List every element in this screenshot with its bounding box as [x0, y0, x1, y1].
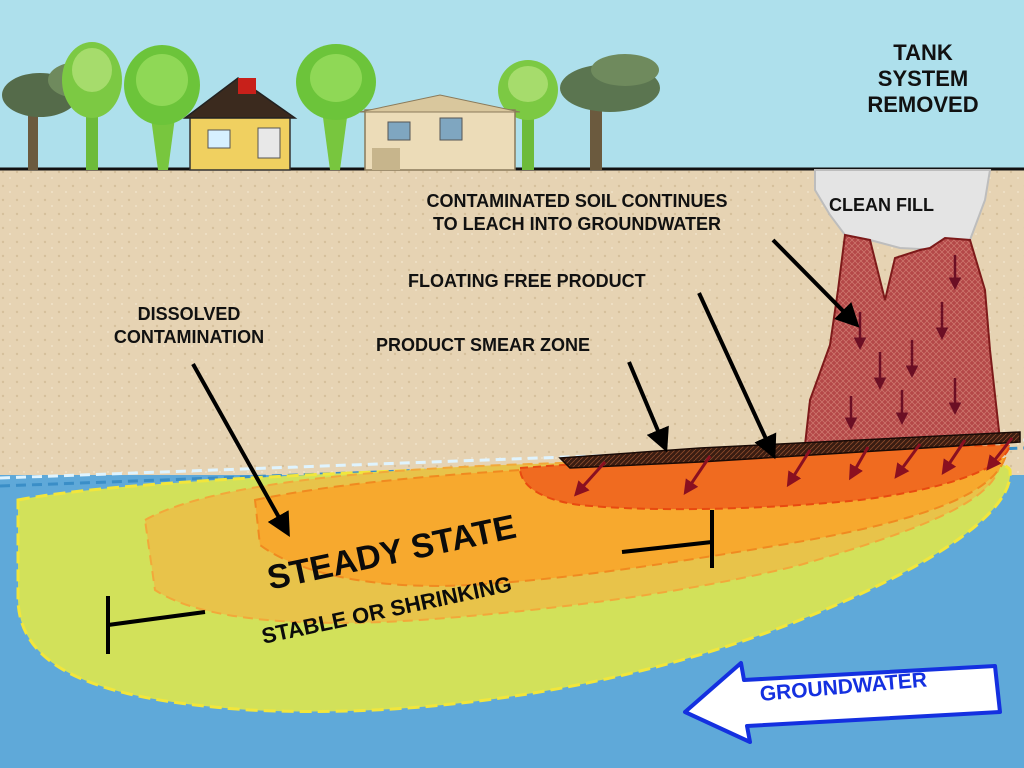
tree-icon	[498, 60, 558, 170]
plume-extent-marker-right	[621, 510, 714, 568]
leaching-arrows	[844, 255, 962, 430]
contaminated-soil-leader-arrow	[771, 238, 860, 328]
tank-label-line-3: REMOVED	[867, 91, 979, 117]
contaminated-soil-label: CONTAMINATED SOIL CONTINUES TO LEACH INT…	[372, 190, 782, 235]
mobile-home-icon	[359, 94, 521, 171]
dissolved-label-line-2: CONTAMINATION	[113, 326, 265, 347]
house-icon	[182, 77, 298, 171]
tank-label-line-2: SYSTEM	[877, 65, 969, 91]
tree-icon	[296, 44, 376, 170]
clean-fill	[814, 169, 992, 252]
tree-icon	[62, 42, 122, 170]
dissolved-leader-arrow	[191, 363, 290, 537]
contaminated-label-line-1: CONTAMINATED SOIL CONTINUES	[426, 191, 728, 211]
smear-zone	[558, 431, 1021, 469]
floating-free-product-label: FLOATING FREE PRODUCT	[408, 271, 646, 291]
tree-icon	[560, 54, 660, 170]
product-smear-zone-label: PRODUCT SMEAR ZONE	[376, 335, 591, 355]
free-product-leader-arrow	[697, 292, 777, 460]
groundwater-flow-arrow	[683, 661, 1002, 744]
dissolved-contamination-label: DISSOLVED CONTAMINATION	[86, 303, 292, 348]
clean-fill-label: CLEAN FILL	[829, 195, 934, 215]
dissolved-label-line-1: DISSOLVED	[137, 304, 241, 324]
tree-icon	[124, 45, 200, 170]
contaminated-label-line-2: TO LEACH INTO GROUNDWATER	[433, 213, 721, 234]
migration-arrows	[573, 437, 1014, 497]
plume-extent-marker-left	[106, 596, 206, 654]
tank-system-removed-label: TANK SYSTEM REMOVED	[852, 40, 994, 118]
smear-zone-leader-arrow	[627, 361, 669, 453]
tank-label-line-1: TANK	[893, 40, 953, 65]
